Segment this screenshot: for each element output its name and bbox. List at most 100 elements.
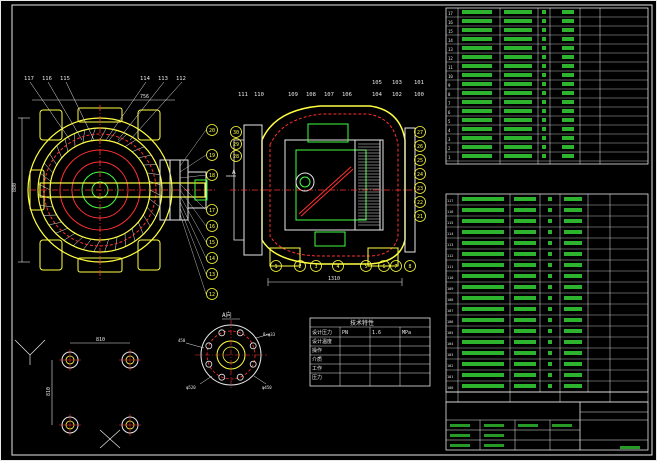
flange-bolt-hole — [236, 329, 244, 337]
bom-part-code — [462, 274, 504, 278]
bom-material — [564, 362, 582, 366]
bom-part-name — [504, 10, 532, 14]
bom-qty — [548, 351, 552, 355]
left-callout-text: 16 — [209, 224, 215, 230]
bom-part-code — [462, 46, 492, 50]
left-callout-text: 19 — [209, 153, 215, 159]
bom-part-code — [462, 329, 504, 333]
bom-part-name — [514, 373, 536, 377]
bom-part-code — [462, 219, 504, 223]
right-right-callout-text: 27 — [417, 130, 423, 136]
bom-part-code — [462, 127, 492, 131]
bom-part-name — [504, 82, 532, 86]
bom-bottom-row-index: 110 — [447, 276, 453, 280]
bom-material — [562, 64, 574, 68]
bom-material — [564, 252, 582, 256]
bom-material — [562, 118, 574, 122]
view-label-a: A向 — [222, 311, 232, 319]
bom-top-row-index: 13 — [448, 47, 453, 52]
right-part-label: 110 — [254, 92, 264, 98]
bom-part-name — [514, 252, 536, 256]
bom-part-name — [504, 46, 532, 50]
bom-material — [562, 109, 574, 113]
bom-part-name — [504, 109, 532, 113]
bolt-dim-v: 810 — [46, 387, 52, 396]
flange-label-bl: φ520 — [186, 385, 196, 390]
bom-top-row-index: 15 — [448, 29, 453, 34]
flange-bolt-hole — [249, 342, 257, 350]
bom-qty — [548, 197, 552, 201]
tech-cell: PN — [342, 330, 348, 336]
left-callout-text: 17 — [209, 208, 215, 214]
bom-material — [562, 28, 574, 32]
bom-qty — [542, 19, 546, 23]
tech-cell: 压力 — [312, 374, 322, 381]
bom-qty — [548, 318, 552, 322]
flange-bolt-hole — [236, 373, 244, 381]
right-bottom-callout-text: 2 — [298, 264, 301, 270]
bom-part-code — [462, 82, 492, 86]
bom-part-name — [504, 100, 532, 104]
bolt-hole — [59, 414, 81, 436]
bom-part-code — [462, 241, 504, 245]
bom-material — [562, 100, 574, 104]
bom-qty — [548, 208, 552, 212]
bom-part-code — [462, 154, 492, 158]
bom-part-code — [462, 10, 492, 14]
right-right-callout: 26 — [414, 140, 426, 152]
bom-qty — [542, 28, 546, 32]
bom-part-code — [462, 340, 504, 344]
bom-part-code — [462, 263, 504, 267]
title-block-entry — [450, 444, 470, 447]
bom-qty — [548, 307, 552, 311]
bom-top-row-index: 6 — [448, 110, 451, 115]
bom-part-name — [514, 384, 536, 388]
bom-material — [564, 230, 582, 234]
bom-bottom-row-index: 115 — [447, 221, 453, 225]
bom-part-name — [514, 351, 536, 355]
bom-part-code — [462, 362, 504, 366]
bom-part-name — [514, 340, 536, 344]
tech-cell: 介质 — [312, 356, 322, 363]
right-bottom-callout-text: 4 — [336, 264, 339, 270]
left-part-label: 114 — [140, 76, 151, 82]
bom-bottom-row-index: 113 — [447, 243, 453, 247]
tech-cell: 工作 — [312, 365, 322, 372]
bom-material — [564, 274, 582, 278]
right-right-callout-text: 22 — [417, 200, 423, 206]
right-part-label: 107 — [324, 92, 334, 98]
bom-bottom-row-index: 117 — [447, 199, 453, 203]
title-block-entry — [484, 444, 504, 447]
bom-qty — [542, 127, 546, 131]
bom-top-row-index: 7 — [448, 101, 451, 106]
left-part-label: 116 — [42, 76, 52, 82]
bom-part-code — [462, 307, 504, 311]
dim-bottom: 1310 — [328, 276, 340, 282]
bom-part-code — [462, 252, 504, 256]
bolt-hole — [119, 349, 141, 371]
bom-top-row-index: 4 — [448, 128, 451, 133]
right-right-callout: 22 — [414, 196, 426, 208]
bom-top-row-index: 9 — [448, 83, 451, 88]
bom-material — [562, 91, 574, 95]
bom-bottom-row-index: 105 — [447, 331, 453, 335]
bom-part-name — [514, 197, 536, 201]
left-callout: 13 — [206, 268, 218, 280]
bolt-dim-h: 810 — [96, 337, 105, 343]
right-part-label: 102 — [392, 92, 402, 98]
bom-part-name — [504, 145, 532, 149]
bom-part-code — [462, 145, 492, 149]
bom-qty — [548, 285, 552, 289]
flange-label-tr: 8×φ33 — [263, 332, 276, 337]
right-right-callout: 24 — [414, 168, 426, 180]
bom-material — [564, 307, 582, 311]
bom-part-name — [504, 64, 532, 68]
bom-material — [562, 154, 574, 158]
right-bottom-callout: 7 — [390, 260, 402, 272]
right-bottom-callout-text: 5 — [364, 264, 367, 270]
left-callout: 17 — [206, 204, 218, 216]
bom-part-code — [462, 230, 504, 234]
bom-part-code — [462, 384, 504, 388]
